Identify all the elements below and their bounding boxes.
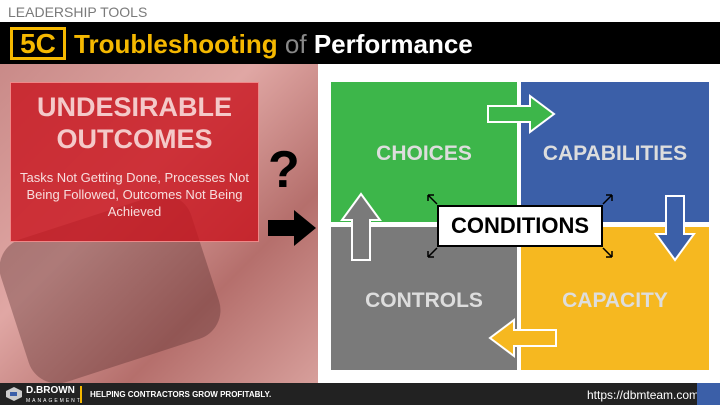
corner-accent <box>697 383 720 405</box>
quadrant-label: CAPABILITIES <box>542 142 688 165</box>
quadrant-label: CHOICES <box>376 142 472 165</box>
title-part3: Performance <box>313 29 473 59</box>
dbrown-logo-icon <box>6 387 22 401</box>
arrow-right-icon <box>487 94 556 134</box>
arrow-down-icon <box>654 195 696 262</box>
arrow-up-icon <box>340 192 382 261</box>
quadrant-label: CONTROLS <box>365 289 483 312</box>
footer <box>0 383 720 405</box>
outcomes-heading: UNDESIRABLE OUTCOMES <box>36 92 232 154</box>
page-title: Troubleshooting of Performance <box>74 28 473 60</box>
5c-logo: 5C <box>10 27 66 60</box>
brand-subtitle: MANAGEMENT <box>26 398 82 404</box>
section-label: LEADERSHIP TOOLS <box>8 4 148 20</box>
title-bar <box>0 22 720 64</box>
divider <box>80 386 82 403</box>
tagline: HELPING CONTRACTORS GROW PROFITABLY. <box>90 390 272 399</box>
outcomes-description: Tasks Not Getting Done, Processes Not Be… <box>19 170 250 219</box>
brand-name: D.BROWN MANAGEMENT <box>26 386 82 406</box>
arrow-right-icon <box>268 210 316 246</box>
quadrant-label: CAPACITY <box>562 289 668 312</box>
conditions-box: CONDITIONS <box>437 205 603 247</box>
brand-title: D.BROWN <box>26 385 75 396</box>
undesirable-outcomes-box: UNDESIRABLE OUTCOMES Tasks Not Getting D… <box>10 82 259 242</box>
title-part2: of <box>284 29 307 59</box>
question-mark: ? <box>268 141 300 199</box>
expand-arrows-icon <box>427 194 613 258</box>
website-link[interactable]: https://dbmteam.com <box>587 388 700 402</box>
arrow-left-icon <box>488 318 557 358</box>
title-part1: Troubleshooting <box>74 29 278 59</box>
